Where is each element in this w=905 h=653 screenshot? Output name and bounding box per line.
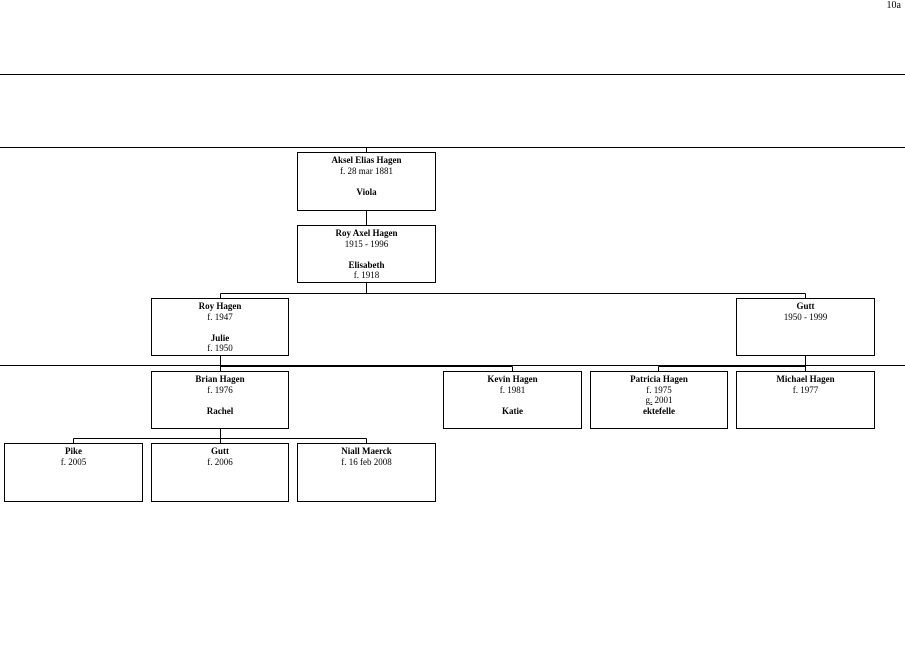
person-box-gutt-1950: Gutt 1950 - 1999 bbox=[736, 298, 875, 356]
spouse-name: Elisabeth bbox=[348, 259, 385, 270]
person-name: Pike bbox=[65, 446, 82, 456]
person-dates: f. 2005 bbox=[60, 456, 87, 467]
person-dates: f. 1975 bbox=[646, 384, 672, 395]
person-box-brian: Brian Hagen f. 1976 Rachel bbox=[151, 371, 289, 429]
person-name: Patricia Hagen bbox=[630, 374, 688, 384]
person-name: Gutt bbox=[796, 301, 815, 311]
person-dates: f. 28 mar 1881 bbox=[340, 165, 393, 176]
person-dates: f. 1981 bbox=[499, 384, 526, 395]
person-dates: 1950 - 1999 bbox=[783, 311, 828, 322]
person-name: Michael Hagen bbox=[776, 374, 835, 384]
person-box-aksel: Aksel Elias Hagen f. 28 mar 1881 Viola bbox=[297, 152, 436, 211]
person-box-niall: Niall Maerck f. 16 feb 2008 bbox=[297, 443, 436, 502]
person-name: Brian Hagen bbox=[195, 374, 245, 384]
person-box-michael: Michael Hagen f. 1977 bbox=[736, 371, 875, 429]
marriage-year: 2001 bbox=[654, 395, 673, 405]
spouse-name: Rachel bbox=[206, 405, 234, 416]
person-box-patricia: Patricia Hagen f. 1975 g. 2001 ektefelle bbox=[590, 371, 728, 429]
spouse-dates: f. 1950 bbox=[207, 343, 233, 353]
person-box-pike: Pike f. 2005 bbox=[4, 443, 143, 502]
spouse-name: Viola bbox=[356, 186, 377, 197]
person-name: Gutt bbox=[211, 446, 229, 456]
divider-line bbox=[0, 365, 905, 366]
person-name: Aksel Elias Hagen bbox=[331, 155, 402, 165]
divider-line bbox=[0, 147, 905, 148]
marriage-mark: g. bbox=[645, 395, 653, 405]
divider-line bbox=[0, 74, 905, 75]
person-dates: f. 16 feb 2008 bbox=[341, 456, 392, 467]
person-dates: f. 1947 bbox=[207, 311, 233, 322]
person-dates: f. 2006 bbox=[207, 456, 233, 467]
spouse-name: Julie bbox=[210, 332, 230, 343]
person-box-kevin: Kevin Hagen f. 1981 Katie bbox=[443, 371, 582, 429]
person-dates: f. 1977 bbox=[792, 384, 819, 395]
person-box-roy: Roy Hagen f. 1947 Julie f. 1950 bbox=[151, 298, 289, 356]
person-name: Roy Hagen bbox=[198, 301, 242, 311]
page-number: 10a bbox=[886, 0, 901, 11]
person-box-gutt-2006: Gutt f. 2006 bbox=[151, 443, 289, 502]
person-box-roy-axel: Roy Axel Hagen 1915 - 1996 Elisabeth f. … bbox=[297, 225, 436, 283]
person-name: Roy Axel Hagen bbox=[335, 228, 398, 238]
spouse-dates: f. 1918 bbox=[353, 270, 380, 280]
spouse-label: ektefelle bbox=[643, 405, 675, 416]
person-dates: 1915 - 1996 bbox=[344, 238, 389, 249]
person-dates: f. 1976 bbox=[207, 384, 233, 395]
marriage-line: g. 2001 bbox=[591, 395, 727, 406]
person-name: Kevin Hagen bbox=[487, 374, 538, 384]
spouse-name: Katie bbox=[502, 405, 523, 416]
person-name: Niall Maerck bbox=[341, 446, 392, 456]
